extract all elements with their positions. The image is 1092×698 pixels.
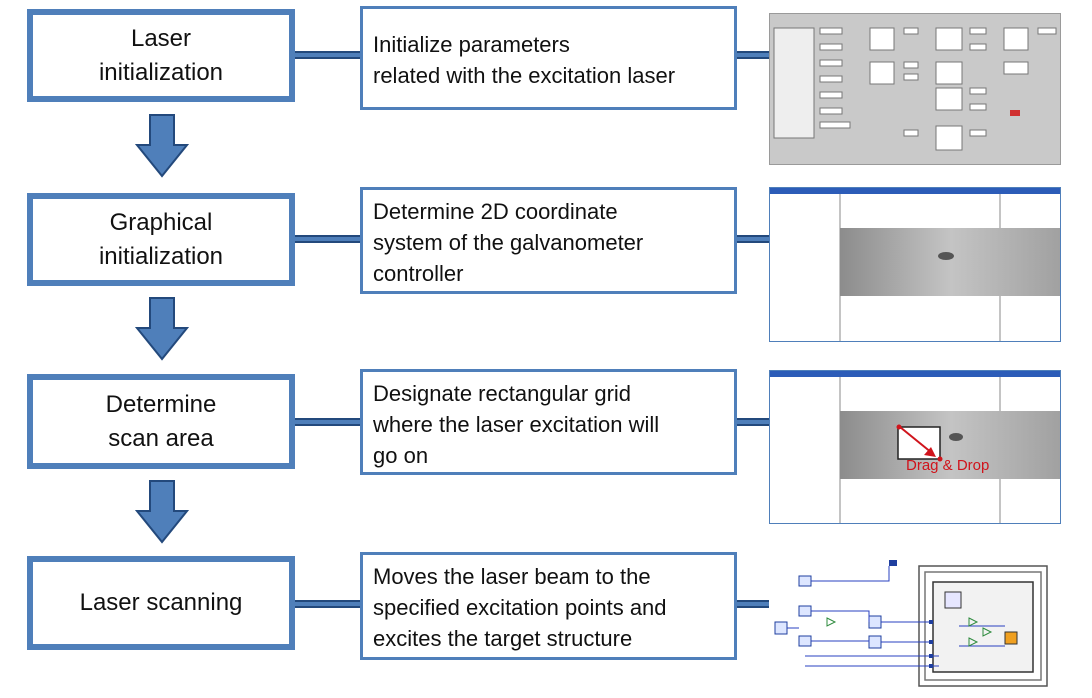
description-box-graphical-initialization: Determine 2D coordinate system of the ga… — [360, 187, 737, 294]
connector-line — [737, 235, 769, 243]
window-titlebar — [770, 188, 1060, 194]
step-box-laser-scanning: Laser scanning — [27, 556, 295, 650]
down-arrow-icon — [135, 114, 189, 178]
down-arrow-icon — [135, 480, 189, 544]
camera-view-illustration — [839, 194, 1060, 341]
description-line: excites the target structure — [373, 626, 633, 651]
parameter-panel-screenshot — [769, 13, 1061, 165]
down-arrow-icon — [135, 297, 189, 361]
description-line: specified excitation points and — [373, 595, 667, 620]
description-line: go on — [373, 443, 429, 468]
description-line: related with the excitation laser — [373, 63, 676, 88]
description-box-laser-scanning: Moves the laser beam to the specified ex… — [360, 552, 737, 660]
description-line: Determine 2D coordinate — [373, 199, 618, 224]
description-line: system of the galvanometer — [373, 230, 644, 255]
description-line: where the laser excitation will — [373, 412, 660, 437]
description-line: controller — [373, 261, 464, 286]
description-box-determine-scan-area: Designate rectangular grid where the las… — [360, 369, 737, 475]
drag-drop-annotation: Drag & Drop — [906, 457, 990, 474]
connector-line — [737, 418, 769, 426]
step-label: Determine scan area — [106, 388, 217, 456]
block-diagram-screenshot — [769, 556, 1065, 689]
description-line: Designate rectangular grid — [373, 381, 632, 406]
camera-view-screenshot — [769, 187, 1061, 342]
step-label-line1: Determine — [105, 390, 217, 418]
step-box-determine-scan-area: Determine scan area — [27, 374, 295, 469]
step-label-line1: Laser scanning — [79, 589, 243, 616]
description-box-laser-initialization: Initialize parameters related with the e… — [360, 6, 737, 110]
connector-line — [295, 418, 360, 426]
description-line: Initialize parameters — [373, 32, 570, 57]
description-line: Moves the laser beam to the — [373, 564, 651, 589]
window-titlebar — [770, 371, 1060, 377]
connector-line — [737, 51, 769, 59]
step-label: Laser initialization — [99, 22, 223, 90]
scan-area-illustration — [839, 377, 1060, 523]
connector-line — [295, 51, 360, 59]
step-label-line2: initialization — [98, 242, 224, 270]
step-label-line1: Graphical — [109, 208, 213, 236]
step-label-line1: Laser — [130, 24, 192, 52]
step-label-line2: scan area — [108, 424, 214, 452]
scan-area-screenshot — [769, 370, 1061, 524]
connector-line — [737, 600, 769, 608]
connector-line — [295, 600, 360, 608]
step-label: Graphical initialization — [99, 206, 223, 274]
block-diagram-illustration — [774, 560, 1048, 687]
step-label: Laser scanning — [80, 586, 243, 620]
step-label-line2: initialization — [98, 58, 224, 86]
step-box-graphical-initialization: Graphical initialization — [27, 193, 295, 286]
parameter-panel-illustration — [773, 27, 1057, 151]
step-box-laser-initialization: Laser initialization — [27, 9, 295, 102]
connector-line — [295, 235, 360, 243]
